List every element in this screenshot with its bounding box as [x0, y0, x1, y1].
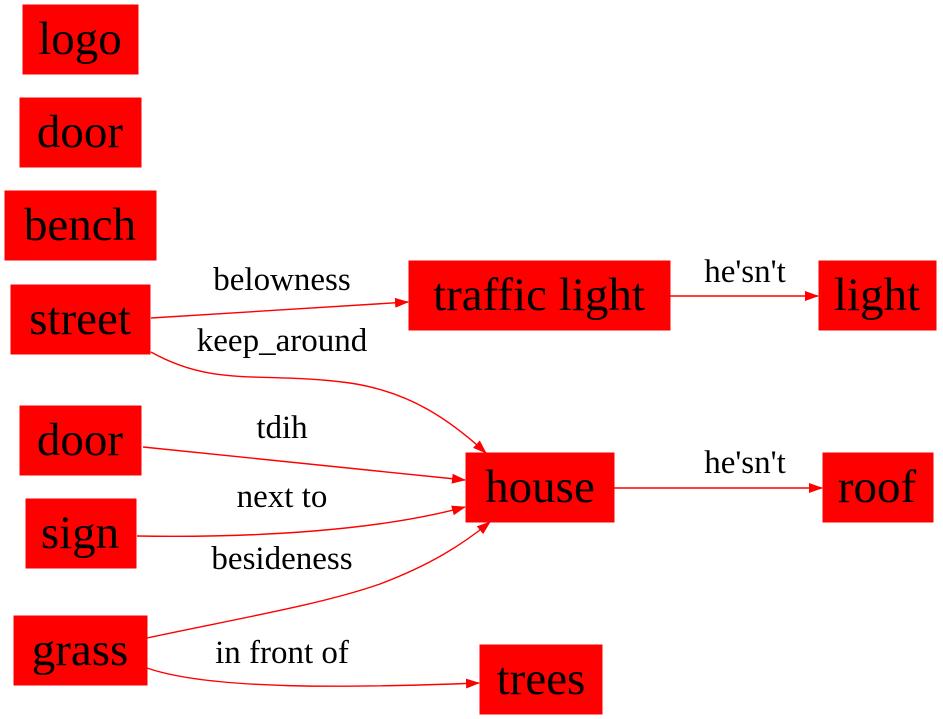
edge-label: tdih	[256, 410, 308, 446]
edge-line	[136, 505, 466, 537]
node-box	[22, 4, 139, 75]
node-sign: sign	[25, 498, 137, 569]
node-box	[19, 97, 142, 168]
edge-grass-house: besideness	[146, 521, 491, 639]
node-label: traffic light	[433, 269, 645, 321]
node-box	[818, 260, 937, 331]
node-door-2: door	[19, 405, 142, 476]
edge-sign-house: next to	[136, 479, 466, 537]
edge-grass-trees: in front of	[146, 635, 480, 689]
node-box	[13, 615, 148, 686]
edge-traffic-light-light: he'sn't	[670, 254, 819, 301]
node-box	[19, 405, 142, 476]
node-label: light	[834, 269, 920, 321]
edge-line	[146, 521, 491, 639]
node-door-1: door	[19, 97, 142, 168]
edge-line	[142, 446, 466, 484]
edge-street-house: keep_around	[150, 323, 487, 454]
node-box	[4, 190, 157, 261]
edge-line	[150, 297, 409, 319]
edge-line	[146, 667, 480, 689]
node-label: grass	[32, 624, 129, 676]
node-street: street	[10, 284, 151, 355]
edge-street-traffic-light: belowness	[150, 262, 409, 319]
edge-house-roof: he'sn't	[614, 445, 823, 493]
node-roof: roof	[822, 452, 934, 523]
node-label: bench	[24, 199, 136, 251]
node-box	[822, 452, 934, 523]
node-label: street	[29, 293, 131, 345]
node-label: roof	[838, 461, 917, 513]
node-box	[465, 452, 615, 523]
node-bench: bench	[4, 190, 157, 261]
node-traffic-light: traffic light	[408, 260, 671, 331]
edge-label: he'sn't	[704, 445, 786, 481]
node-label: trees	[497, 653, 586, 705]
node-box	[10, 284, 151, 355]
node-box	[479, 644, 603, 715]
edge-door-house: tdih	[142, 410, 466, 484]
edge-label: in front of	[215, 635, 349, 671]
node-logo: logo	[22, 4, 139, 75]
node-house: house	[465, 452, 615, 523]
node-label: logo	[38, 13, 122, 65]
edge-line	[150, 351, 487, 454]
node-light: light	[818, 260, 937, 331]
node-grass: grass	[13, 615, 148, 686]
edge-label: belowness	[213, 262, 350, 298]
edge-label: next to	[237, 479, 328, 515]
node-label: sign	[41, 507, 119, 559]
node-trees: trees	[479, 644, 603, 715]
node-box	[408, 260, 671, 331]
node-label: door	[37, 106, 124, 158]
node-label: house	[485, 461, 595, 513]
node-box	[25, 498, 137, 569]
node-label: door	[37, 414, 124, 466]
edge-label: besideness	[211, 541, 352, 577]
edge-label: he'sn't	[704, 254, 786, 290]
edge-label: keep_around	[197, 323, 368, 359]
